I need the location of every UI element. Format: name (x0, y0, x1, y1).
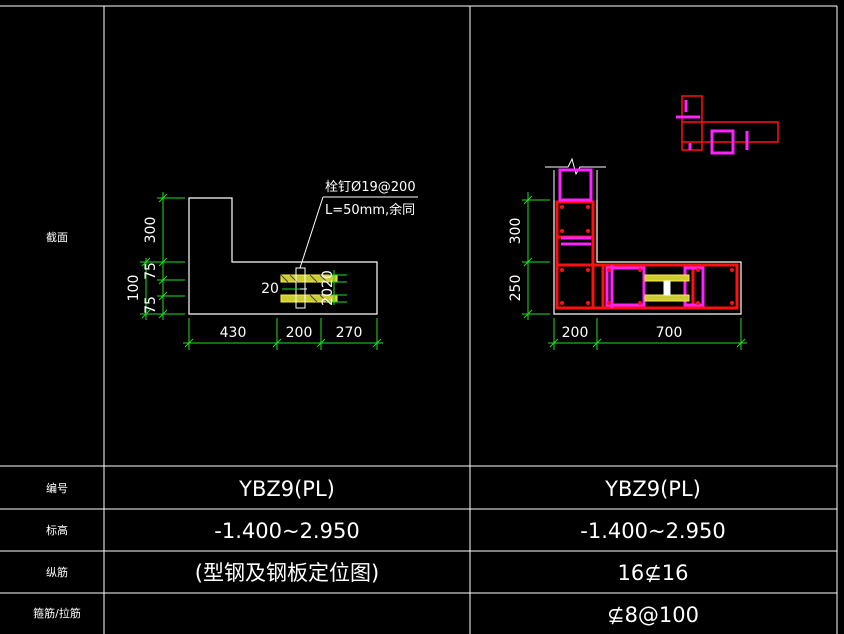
left-dim-20: 20 (261, 281, 279, 297)
left-dim-100: 100 (126, 275, 142, 302)
right-long-bar-value: 16⊈16 (617, 561, 688, 585)
left-dim-430: 430 (220, 325, 247, 341)
long-bar-label: 纵筋 (46, 565, 68, 579)
right-red-stirrups (555, 200, 739, 310)
right-rebar-dots (560, 205, 734, 305)
right-dim-200: 200 (562, 325, 589, 341)
elevation-label: 标高 (46, 523, 68, 537)
left-dim-75b: 75 (143, 296, 159, 314)
stud-note-line1: 栓钉Ø19@200 (325, 180, 416, 195)
left-elevation-value: -1.400~2.950 (214, 519, 359, 543)
section-label: 截面 (46, 230, 68, 244)
left-id-value: YBZ9(PL) (238, 477, 335, 501)
stirrup-label: 箍筋/拉筋 (33, 606, 81, 620)
left-dim-200: 200 (286, 325, 313, 341)
right-dim-700: 700 (656, 325, 683, 341)
right-dimensions (522, 192, 747, 350)
left-section-outline (188, 197, 378, 315)
right-id-value: YBZ9(PL) (604, 477, 701, 501)
left-dim-270: 270 (336, 325, 363, 341)
left-steel-plate (280, 267, 338, 309)
id-label: 编号 (46, 481, 68, 495)
stud-leader (299, 196, 418, 269)
right-dim-300: 300 (508, 218, 524, 245)
right-break-line (545, 157, 606, 200)
tie-detail-sketch (676, 95, 779, 155)
right-steel-section (644, 274, 690, 302)
right-dim-250: 250 (508, 275, 524, 302)
right-stirrup-value: ⊈8@100 (607, 603, 699, 627)
table-grid (0, 5, 838, 634)
left-dim-300: 300 (143, 217, 159, 244)
left-long-bar-value: (型钢及钢板定位图) (195, 561, 379, 585)
left-dimensions (140, 192, 383, 350)
right-elevation-value: -1.400~2.950 (580, 519, 725, 543)
right-magenta-ties (558, 168, 705, 308)
right-section-outline (553, 200, 742, 315)
left-dim-75a: 75 (143, 262, 159, 280)
left-dim-2020: 2020 (320, 270, 336, 306)
stud-note-line2: L=50mm,余同 (325, 202, 415, 218)
